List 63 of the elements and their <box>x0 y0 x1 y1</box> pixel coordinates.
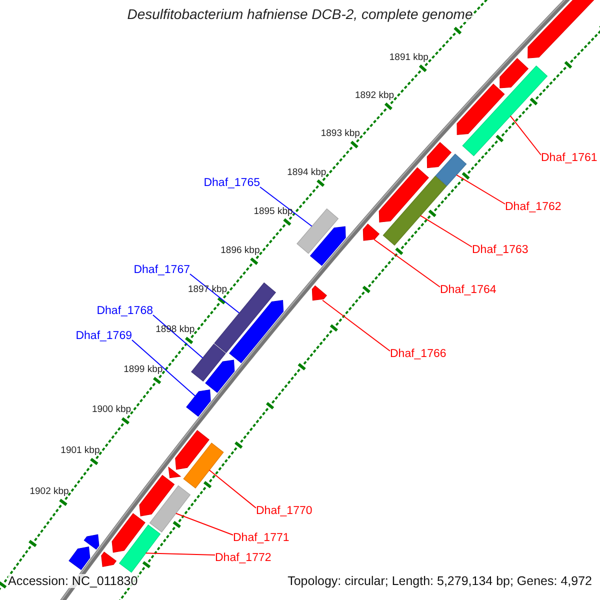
gene-label: Dhaf_1768 <box>96 305 153 318</box>
leader-line <box>510 115 542 156</box>
gene-label: Dhaf_1766 <box>390 348 446 362</box>
gene-label: Dhaf_1764 <box>440 284 496 298</box>
scale-label: 1901 kbp <box>60 446 100 457</box>
gene-feature <box>68 546 90 570</box>
leader-line <box>260 186 312 227</box>
leader-line <box>175 512 234 536</box>
gene-feature <box>112 513 146 553</box>
gene-label: Dhaf_1772 <box>215 552 272 566</box>
scale-label: 1894 kbp <box>287 168 326 179</box>
scale-label: 1891 kbp <box>389 52 428 64</box>
gene-feature <box>312 285 328 301</box>
map-title: Desulfitobacterium hafniense DCB-2, complete genome <box>126 6 474 22</box>
scale-label: 1899 kbp <box>124 365 163 376</box>
gene-label: Dhaf_1765 <box>204 177 260 190</box>
gene-label: Dhaf_1762 <box>505 201 562 214</box>
gene-feature <box>456 84 505 135</box>
gene-feature <box>378 167 429 222</box>
gene-feature <box>205 360 235 393</box>
gene-feature <box>139 474 175 516</box>
leader-line <box>374 239 440 288</box>
gene-feature <box>229 300 284 364</box>
gene-feature <box>310 226 346 266</box>
gene-feature <box>500 58 529 88</box>
gene-feature <box>84 534 100 550</box>
gene-category-block <box>118 524 161 573</box>
leader-line <box>420 215 472 248</box>
gene-category-block <box>435 154 467 186</box>
genome-info-text: Topology: circular; Length: 5,279,134 bp; Genes: 4,972 <box>288 574 592 588</box>
gene-label: Dhaf_1761 <box>541 152 598 166</box>
scale-label: 1892 kbp <box>354 90 394 102</box>
gene-category-block <box>296 208 339 254</box>
leader-line <box>190 274 240 314</box>
gene-category-block <box>183 442 224 488</box>
leader-line <box>456 174 506 204</box>
leader-line <box>152 314 204 358</box>
scale-label: 1897 kbp <box>188 285 228 296</box>
gene-label: Dhaf_1767 <box>134 264 190 278</box>
accession-text: Accession: NC_011830 <box>8 574 138 588</box>
gene-feature <box>175 430 210 470</box>
gene-label: Dhaf_1763 <box>472 244 528 258</box>
scale-label: 1895 kbp <box>254 206 293 218</box>
gene-category-block <box>149 485 191 532</box>
gene-category-block <box>214 282 276 354</box>
scale-label: 1893 kbp <box>320 129 360 140</box>
gene-label: Dhaf_1770 <box>256 505 312 518</box>
gene-category-block <box>382 176 447 246</box>
gene-category-block <box>191 344 226 382</box>
gene-feature <box>101 552 117 567</box>
scale-label: 1900 kbp <box>92 405 132 416</box>
gene-label: Dhaf_1769 <box>76 330 132 344</box>
scale-label: 1896 kbp <box>220 246 260 257</box>
leader-line <box>208 470 256 508</box>
gene-label: Dhaf_1771 <box>233 532 290 546</box>
gene-feature <box>426 142 452 168</box>
leader-line <box>322 300 390 352</box>
leader-line <box>132 340 196 397</box>
leader-line <box>145 552 216 556</box>
gene-feature <box>186 389 211 417</box>
gene-feature <box>362 224 380 241</box>
scale-label: 1902 kbp <box>30 486 69 498</box>
gene-feature <box>168 466 182 478</box>
